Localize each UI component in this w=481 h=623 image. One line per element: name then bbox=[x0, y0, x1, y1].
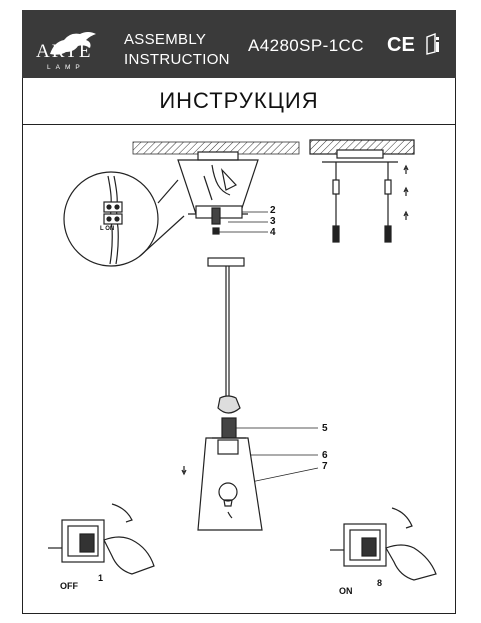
title-divider bbox=[22, 124, 456, 125]
ce-mark: CE bbox=[387, 34, 415, 56]
callout-7: 7 bbox=[322, 461, 328, 472]
ceiling-wire-view bbox=[309, 139, 415, 243]
pendant-lamp bbox=[181, 257, 263, 531]
assembly-line-2: INSTRUCTION bbox=[124, 51, 230, 68]
callout-3: 3 bbox=[270, 216, 276, 227]
callout-5: 5 bbox=[322, 423, 328, 434]
connector-label: L ON bbox=[100, 226, 115, 232]
assembly-line-1: ASSEMBLY bbox=[124, 31, 207, 48]
page-title: ИНСТРУКЦИЯ bbox=[159, 88, 319, 113]
brand-name: ARTE bbox=[36, 41, 93, 62]
switch-on-step: 8 bbox=[377, 578, 383, 588]
callout-4: 4 bbox=[270, 227, 276, 238]
callout-leaders bbox=[219, 211, 319, 487]
info-book-icon bbox=[426, 33, 439, 55]
canopy-bracket bbox=[177, 151, 259, 235]
brand-subtitle: LAMP bbox=[47, 64, 85, 71]
callout-6: 6 bbox=[322, 450, 328, 461]
assembly-title: ASSEMBLY INSTRUCTION bbox=[124, 30, 230, 70]
arte-griffin-logo bbox=[50, 32, 96, 55]
switch-off-step: 1 bbox=[98, 573, 104, 583]
header-bar bbox=[22, 10, 456, 78]
model-number: A4280SP-1CC bbox=[248, 36, 364, 55]
callout-2: 2 bbox=[270, 205, 276, 216]
switch-on-illustration bbox=[330, 507, 437, 581]
connector-detail bbox=[63, 171, 185, 267]
switch-off-label: OFF bbox=[60, 581, 78, 591]
switch-on-label: ON bbox=[339, 586, 353, 596]
switch-off-illustration bbox=[48, 503, 155, 575]
